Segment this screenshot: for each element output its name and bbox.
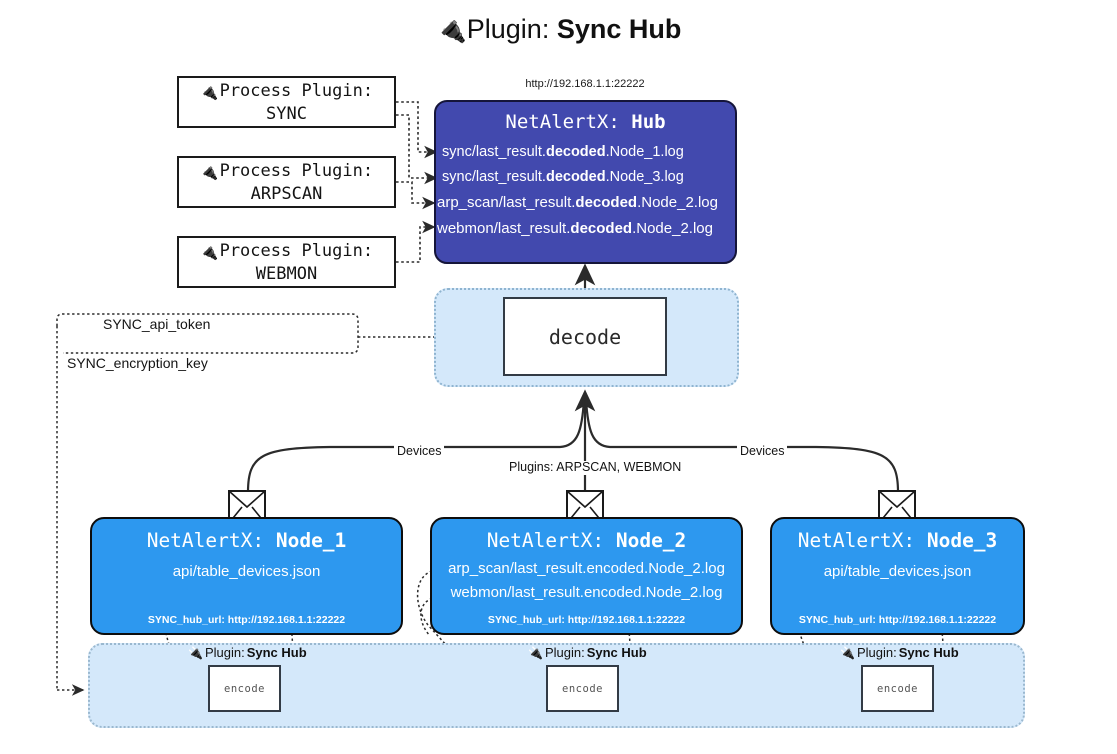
encoder-caption-name: Sync Hub [246,645,307,660]
node-card-node-3[interactable]: NetAlertX: Node_3 api/table_devices.json… [770,517,1025,635]
node-card-node-2[interactable]: NetAlertX: Node_2 arp_scan/last_result.e… [430,517,743,635]
edge-label-devices-right: Devices [737,444,788,459]
hub-log-list: sync/last_result.decoded.Node_1.log sync… [436,140,735,241]
process-plugin-arpscan-title: Process Plugin: [219,161,374,182]
page-title: 🔌Plugin: Sync Hub [0,14,1117,45]
log-mid: decoded [545,144,606,160]
hub-title: NetAlertX: Hub [436,111,735,133]
log-pre: sync/last_result. [442,168,546,185]
page-title-name: Sync Hub [556,14,682,44]
process-plugin-sync[interactable]: 🔌Process Plugin: SYNC [177,76,396,128]
encoder-caption-name: Sync Hub [586,645,647,660]
plug-icon: 🔌 [199,243,219,262]
log-mid: decoded [545,168,606,185]
encoder-caption-prefix: Plugin: [856,645,897,660]
process-plugin-sync-title: Process Plugin: [219,81,374,102]
decode-label: decode [548,324,622,349]
hub-log-item: sync/last_result.decoded.Node_3.log [442,165,735,190]
log-post: .Node_1.log [605,144,684,160]
page-title-prefix: Plugin: [466,14,557,44]
node-title-name: Node_2 [615,529,687,552]
encode-label: encode [224,682,265,695]
encode-box-1[interactable]: encode [208,665,281,712]
hub-log-item: arp_scan/last_result.decoded.Node_2.log [437,190,735,216]
encoder-caption-prefix: Plugin: [544,645,585,660]
node-title-prefix: NetAlertX: [146,529,276,552]
encode-box-2[interactable]: encode [546,665,619,712]
node-title-name: Node_1 [275,529,347,552]
node-3-title: NetAlertX: Node_3 [798,529,998,552]
node-3-line: api/table_devices.json [823,563,972,580]
node-1-title: NetAlertX: Node_1 [147,529,347,552]
log-post: .Node_2.log [637,193,718,211]
node-title-prefix: NetAlertX: [797,529,927,552]
encoder-caption-prefix: Plugin: [204,645,245,660]
process-plugin-webmon-title: Process Plugin: [219,241,374,262]
plug-icon: 🔌 [528,645,543,660]
process-plugin-arpscan[interactable]: 🔌Process Plugin: ARPSCAN [177,156,396,208]
node-2-line: arp_scan/last_result.encoded.Node_2.log [448,560,725,577]
encode-box-3[interactable]: encode [861,665,934,712]
encoder-1-caption: 🔌Plugin: Sync Hub [188,645,307,660]
edge-label-plugins-center: Plugins: ARPSCAN, WEBMON [506,460,685,475]
encoder-2-caption: 🔌Plugin: Sync Hub [528,645,647,660]
hub-card[interactable]: NetAlertX: Hub sync/last_result.decoded.… [434,100,737,264]
plug-icon: 🔌 [199,83,219,102]
log-pre: arp_scan/last_result. [437,193,576,211]
plug-icon: 🔌 [199,163,219,182]
log-mid: decoded [570,219,633,237]
node-1-line: api/table_devices.json [172,563,321,580]
encoder-caption-name: Sync Hub [898,645,959,660]
hub-log-item: webmon/last_result.decoded.Node_2.log [437,216,735,242]
hub-log-item: sync/last_result.decoded.Node_1.log [442,140,735,165]
log-mid: decoded [575,193,638,211]
plug-icon: 🔌 [188,645,203,660]
node-title-prefix: NetAlertX: [486,529,616,552]
encode-label: encode [562,682,603,695]
process-plugin-webmon-value: WEBMON [255,264,318,284]
process-plugin-arpscan-value: ARPSCAN [250,184,323,204]
hub-title-name: Hub [631,111,666,133]
node-2-line: webmon/last_result.encoded.Node_2.log [450,584,723,601]
node-card-node-1[interactable]: NetAlertX: Node_1 api/table_devices.json… [90,517,403,635]
hub-title-prefix: NetAlertX: [505,111,632,133]
node-3-footer: SYNC_hub_url: http://192.168.1.1:22222 [798,614,997,626]
encode-label: encode [877,682,918,695]
plug-icon: 🔌 [435,16,467,44]
node-2-footer: SYNC_hub_url: http://192.168.1.1:22222 [487,614,686,626]
log-post: .Node_2.log [632,219,713,237]
node-title-name: Node_3 [926,529,998,552]
sync-api-token-label: SYNC_api_token [100,316,214,332]
process-plugin-webmon[interactable]: 🔌Process Plugin: WEBMON [177,236,396,288]
node-2-title: NetAlertX: Node_2 [487,529,687,552]
log-pre: webmon/last_result. [437,219,571,237]
node-1-footer: SYNC_hub_url: http://192.168.1.1:22222 [147,614,346,626]
plug-icon: 🔌 [840,645,855,660]
sync-encryption-key-label: SYNC_encryption_key [64,355,211,371]
log-pre: sync/last_result. [442,144,546,160]
log-post: .Node_3.log [605,168,684,185]
decode-box[interactable]: decode [503,297,667,376]
edge-label-devices-left: Devices [394,444,445,459]
encoder-3-caption: 🔌Plugin: Sync Hub [840,645,959,660]
process-plugin-sync-value: SYNC [266,104,307,124]
hub-url-label: http://192.168.1.1:22222 [525,78,645,90]
